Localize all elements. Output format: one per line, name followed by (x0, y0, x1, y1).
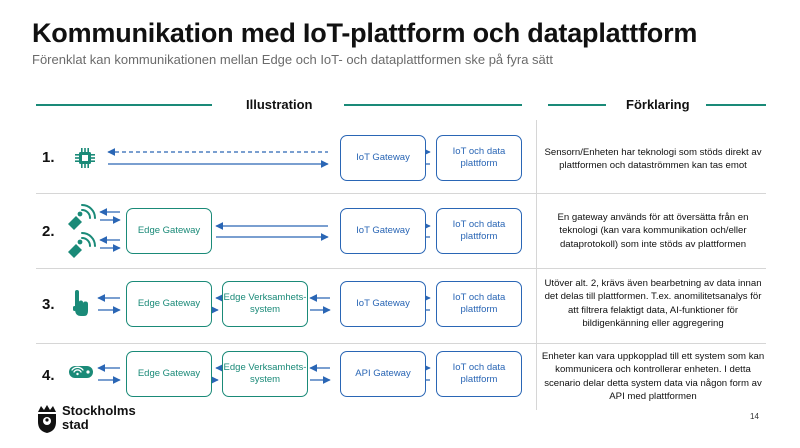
header-explanation: Förklaring (626, 97, 690, 112)
header-illustration: Illustration (246, 97, 313, 112)
page-title: Kommunikation med IoT-plattform och data… (32, 18, 698, 48)
row-separator (36, 268, 766, 269)
wireless-sensor-icon (68, 204, 96, 230)
wifi-tag-icon (69, 366, 93, 378)
row-separator (36, 193, 766, 194)
edge-gateway-box: Edge Gateway (126, 208, 212, 254)
header-line-mid (344, 104, 522, 106)
page-subtitle: Förenklat kan kommunikationen mellan Edg… (32, 52, 553, 67)
iot-gateway-box: IoT Gateway (340, 208, 426, 254)
row-separator (36, 343, 766, 344)
platform-box: IoT och data plattform (436, 208, 522, 254)
explanation-text: Sensorn/Enheten har teknologi som stöds … (544, 147, 762, 172)
explanation-text: En gateway används för att översätta frå… (557, 212, 749, 250)
row-number: 1. (42, 149, 55, 166)
stockholm-crown-logo (38, 405, 56, 433)
header-line-left (36, 104, 212, 106)
row-number: 4. (42, 367, 55, 384)
platform-box: IoT och data plattform (436, 351, 522, 397)
edge-gateway-box: Edge Gateway (126, 351, 212, 397)
column-separator (536, 120, 537, 410)
iot-gateway-box: IoT Gateway (340, 281, 426, 327)
row-number: 3. (42, 296, 55, 313)
chip-icon (75, 148, 95, 168)
platform-box: IoT och data plattform (436, 281, 522, 327)
wireless-sensor-icon (68, 232, 96, 258)
brand-line-1: Stockholms (62, 403, 136, 418)
touch-hand-icon (73, 290, 88, 316)
edge-gateway-box: Edge Gateway (126, 281, 212, 327)
brand-line-2: stad (62, 416, 89, 432)
header-line-right-a (548, 104, 606, 106)
row-number: 2. (42, 223, 55, 240)
explanation-text: Utöver alt. 2, krävs även bearbetning av… (544, 278, 762, 330)
page-number: 14 (750, 412, 759, 421)
api-gateway-box: API Gateway (340, 351, 426, 397)
explanation-text: Enheter kan vara uppkopplad till ett sys… (541, 351, 765, 403)
header-line-right-b (706, 104, 766, 106)
edge-business-system-box: Edge Verksamhets-system (222, 281, 308, 327)
iot-gateway-box: IoT Gateway (340, 135, 426, 181)
edge-business-system-box: Edge Verksamhets-system (222, 351, 308, 397)
platform-box: IoT och data plattform (436, 135, 522, 181)
brand-name: Stockholms stad (62, 404, 136, 431)
